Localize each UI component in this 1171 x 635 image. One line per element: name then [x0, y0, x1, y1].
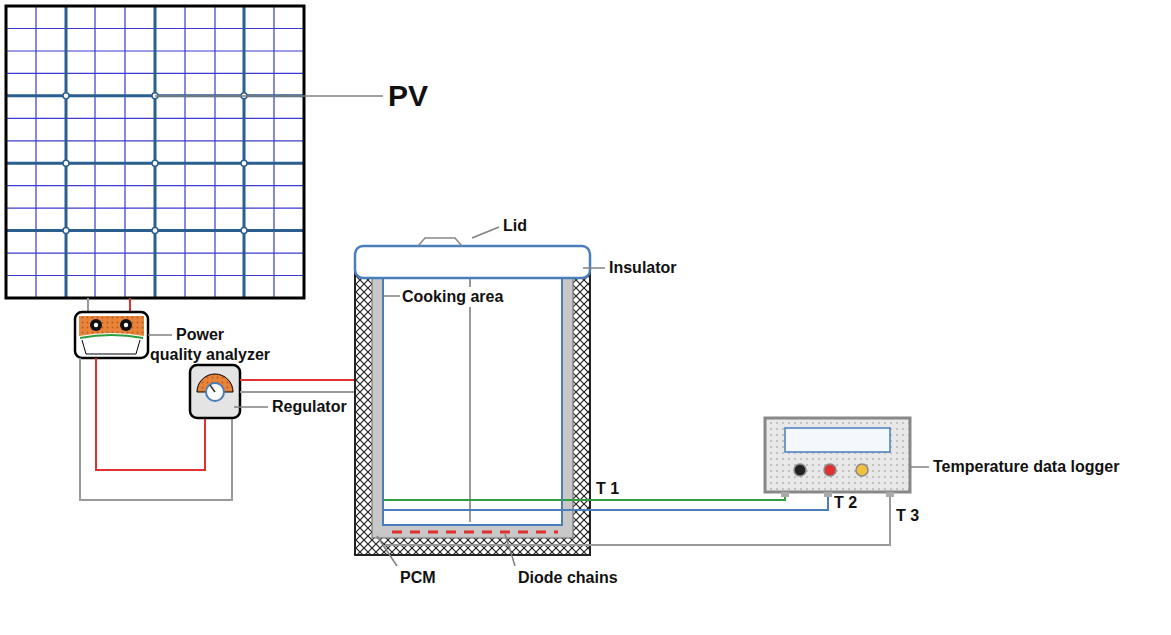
thermocouple-wire	[384, 494, 785, 500]
sensor-label: T 1	[596, 479, 619, 499]
part-label: Regulator	[272, 397, 347, 417]
pv-panel	[6, 6, 304, 298]
part-label: Lid	[503, 216, 527, 236]
solar-cooker	[355, 238, 590, 555]
cooking-area: Cooking area	[382, 277, 563, 526]
part-label: Diode chains	[518, 568, 618, 588]
part-label: PCM	[400, 568, 436, 588]
leader-line	[583, 267, 605, 269]
thermocouple-wire	[385, 494, 890, 545]
wire	[240, 391, 366, 393]
part-label: PV	[388, 78, 428, 114]
sensor-label: T 2	[834, 493, 857, 513]
leader-line	[472, 227, 499, 238]
leader-line	[155, 95, 383, 97]
wire	[96, 358, 205, 470]
wire	[87, 298, 89, 312]
sensor-label: T 3	[896, 506, 919, 526]
leader-line	[234, 406, 268, 408]
wire	[129, 298, 131, 312]
power-quality-analyzer	[75, 312, 148, 358]
area-label: Cooking area	[402, 287, 503, 307]
leader-line	[910, 466, 929, 468]
leader-line	[148, 334, 172, 336]
part-label: Insulator	[609, 258, 677, 278]
leader-line	[384, 295, 400, 297]
leader-line	[505, 534, 515, 566]
temperature-data-logger	[765, 418, 910, 497]
leader-line	[377, 536, 397, 566]
wire	[80, 358, 232, 500]
regulator	[190, 365, 240, 418]
part-label: Power quality analyzer	[150, 325, 275, 365]
part-label: Temperature data logger	[933, 457, 1119, 477]
